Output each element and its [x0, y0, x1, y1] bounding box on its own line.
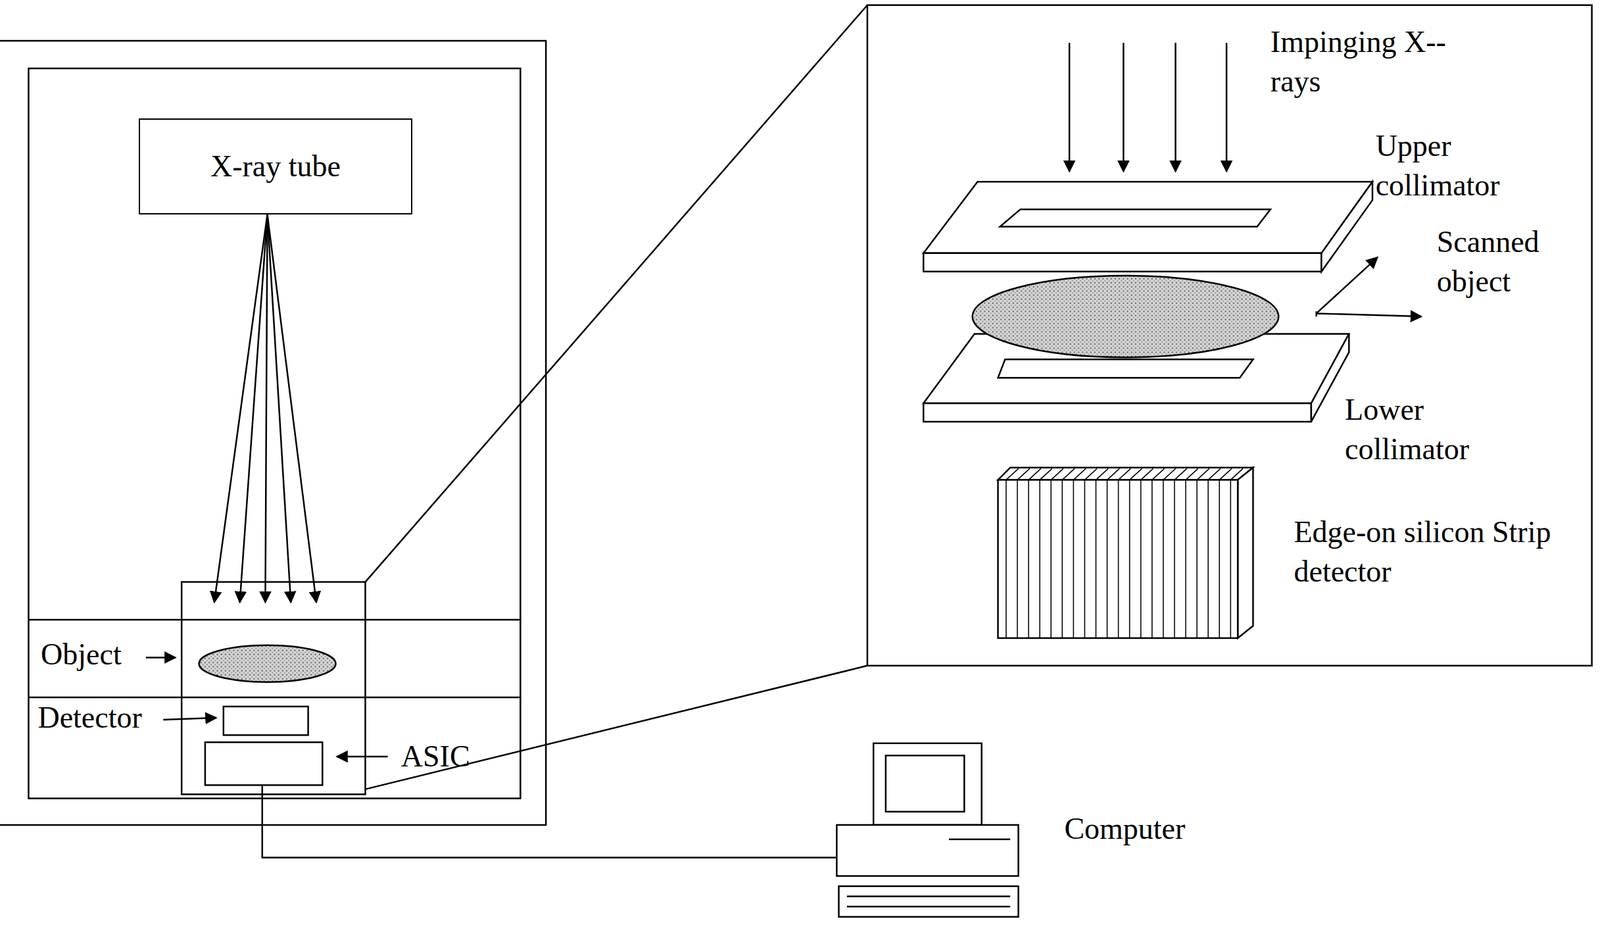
leader-arrow: [336, 755, 388, 757]
leader-arrow: [145, 656, 176, 658]
node-label: X-ray tube: [210, 146, 341, 187]
band-line: [28, 696, 521, 698]
x-ray-tube-box: X-ray tube: [138, 118, 413, 215]
scan-direction: [1316, 257, 1422, 317]
part-label: ASIC: [401, 736, 471, 776]
impinging-arrows: [1069, 42, 1227, 172]
part-label: Lower collimator: [1344, 389, 1516, 469]
computer-icon: [836, 743, 1019, 917]
outer-frame: [0, 40, 546, 825]
part-label: Detector: [37, 697, 142, 738]
scanned-object: [972, 275, 1279, 358]
object-ellipse: [199, 645, 337, 682]
cable: [262, 784, 838, 857]
leader-arrow: [163, 717, 217, 720]
part-label: Object: [40, 634, 122, 675]
upper-collimator: [923, 181, 1373, 272]
x-ray-beam: [214, 214, 317, 603]
zoom-line: [364, 665, 867, 790]
detector-box: [223, 706, 309, 735]
detail-panel: [867, 5, 1593, 666]
zoom-line: [364, 5, 867, 582]
part-label: Upper collimator: [1375, 126, 1547, 206]
strip-detector: [998, 467, 1254, 638]
part-label: Scanned object: [1436, 222, 1589, 302]
part-label: Edge-on silicon Strip detector: [1294, 512, 1558, 592]
part-label: Computer: [1064, 808, 1186, 849]
detector-assembly: [181, 581, 365, 795]
inner-frame: [28, 68, 521, 799]
band-line: [28, 618, 521, 621]
part-label: Impinging X--rays: [1270, 22, 1468, 102]
asic-box: [205, 741, 323, 785]
